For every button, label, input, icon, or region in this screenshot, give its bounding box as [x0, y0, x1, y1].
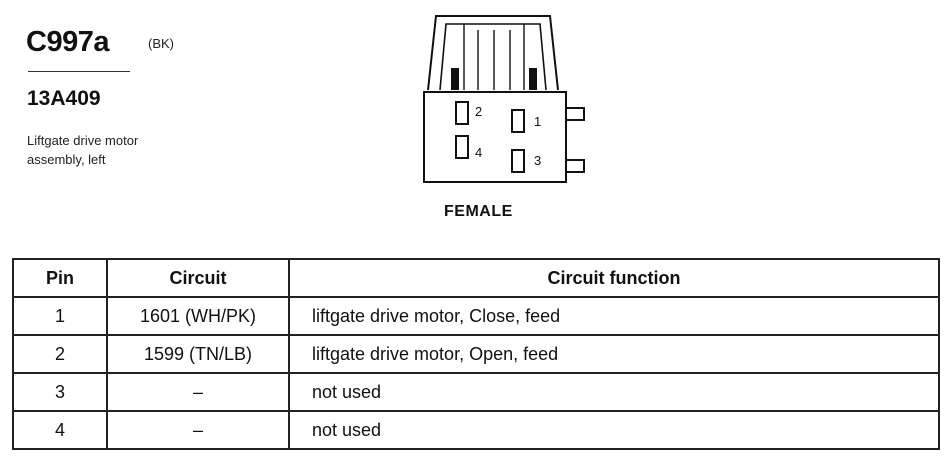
connector-face-diagram: [423, 15, 585, 183]
pin-label-2: 2: [475, 104, 483, 119]
header-circuit-function: Circuit function: [288, 258, 940, 298]
title-divider: [28, 71, 130, 72]
latch-tab-right: [529, 68, 537, 90]
header-pin: Pin: [12, 258, 108, 298]
table-row: 4 – not used: [12, 410, 940, 450]
function-cell: liftgate drive motor, Open, feed: [288, 334, 940, 374]
connector-description: Liftgate drive motor assembly, left: [27, 131, 217, 169]
part-number: 13A409: [27, 87, 101, 110]
header-circuit: Circuit: [106, 258, 290, 298]
circuit-cell: –: [106, 372, 290, 412]
pin-cell: 2: [12, 334, 108, 374]
pin-cell: 3: [12, 372, 108, 412]
circuit-cell: 1601 (WH/PK): [106, 296, 290, 336]
circuit-cell: 1599 (TN/LB): [106, 334, 290, 374]
connector-body: [423, 91, 567, 183]
pin-cavity-1: [511, 109, 525, 133]
table-row: 3 – not used: [12, 372, 940, 412]
latch-frame: [427, 15, 559, 91]
pin-cell: 4: [12, 410, 108, 450]
pin-cavity-3: [511, 149, 525, 173]
pin-cavity-4: [455, 135, 469, 159]
connector-gender-label: FEMALE: [444, 203, 513, 220]
pin-cell: 1: [12, 296, 108, 336]
table-row: 1 1601 (WH/PK) liftgate drive motor, Clo…: [12, 296, 940, 336]
pin-label-4: 4: [475, 145, 483, 160]
side-key-upper: [565, 107, 585, 121]
table-row: 2 1599 (TN/LB) liftgate drive motor, Ope…: [12, 334, 940, 374]
latch-inner: [439, 23, 547, 91]
circuit-cell: –: [106, 410, 290, 450]
function-cell: not used: [288, 410, 940, 450]
description-line: assembly, left: [27, 152, 106, 167]
pin-label-1: 1: [534, 114, 542, 129]
latch-tab-left: [451, 68, 459, 90]
function-cell: not used: [288, 372, 940, 412]
pin-cavity-2: [455, 101, 469, 125]
pin-label-3: 3: [534, 153, 542, 168]
pinout-table: Pin Circuit Circuit function 1 1601 (WH/…: [12, 258, 940, 450]
table-header-row: Pin Circuit Circuit function: [12, 258, 940, 298]
connector-color-code: (BK): [148, 36, 174, 51]
side-key-lower: [565, 159, 585, 173]
connector-id: C997a: [26, 26, 109, 58]
function-cell: liftgate drive motor, Close, feed: [288, 296, 940, 336]
description-line: Liftgate drive motor: [27, 133, 139, 148]
